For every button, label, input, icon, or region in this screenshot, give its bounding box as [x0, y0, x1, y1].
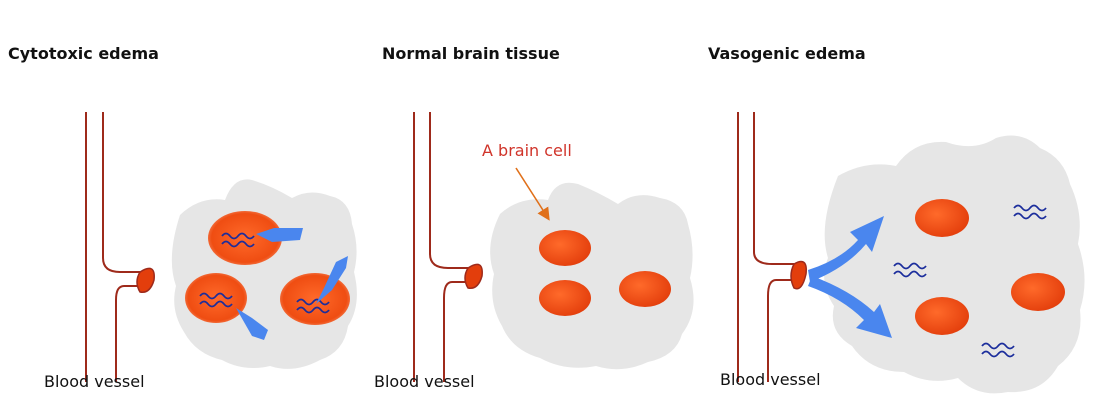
- panel-vasogenic: [738, 112, 1085, 393]
- vessel-caption-cytotoxic: Blood vessel: [44, 372, 145, 391]
- tissue-blob-icon: [172, 179, 357, 368]
- panel-title-normal: Normal brain tissue: [382, 44, 560, 63]
- brain-cell-icon: [619, 271, 671, 307]
- panel-cytotoxic: [86, 112, 357, 382]
- blood-vessel-icon: [414, 112, 468, 382]
- tissue-blob-icon: [824, 136, 1084, 394]
- brain-cell-icon: [539, 280, 591, 316]
- vessel-caption-vasogenic: Blood vessel: [720, 370, 821, 389]
- blood-vessel-icon: [738, 112, 794, 382]
- blood-vessel-icon: [86, 112, 140, 382]
- brain-cell-icon: [185, 273, 247, 323]
- panel-title-vasogenic: Vasogenic edema: [708, 44, 866, 63]
- vessel-caption-normal: Blood vessel: [374, 372, 475, 391]
- brain-cell-icon: [915, 297, 969, 335]
- tissue-blob-icon: [490, 183, 693, 369]
- brain-cell-icon: [915, 199, 969, 237]
- vessel-opening-icon: [465, 264, 482, 288]
- panel-title-cytotoxic: Cytotoxic edema: [8, 44, 159, 63]
- vessel-opening-icon: [137, 268, 154, 292]
- brain-cell-icon: [280, 273, 350, 325]
- brain-cell-callout: A brain cell: [482, 141, 572, 160]
- brain-cell-icon: [539, 230, 591, 266]
- brain-cell-icon: [1011, 273, 1065, 311]
- vessel-opening-icon: [791, 262, 806, 289]
